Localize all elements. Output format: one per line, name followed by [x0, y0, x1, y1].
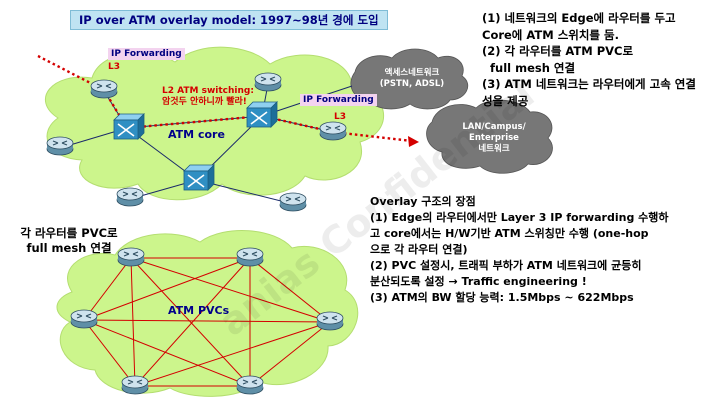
atm-switching-note-line1: L2 ATM switching: — [162, 86, 254, 96]
advantage-line: (3) ATM의 BW 할당 능력: 1.5Mbps ~ 622Mbps — [370, 291, 634, 304]
features-list: (1) 네트워크의 Edge에 라우터를 두고 Core에 ATM 스위치를 둠… — [482, 10, 696, 110]
l3-label-top: L3 — [108, 62, 120, 72]
pvc-caption: 각 라우터를 PVC로 full mesh 연결 — [4, 226, 134, 256]
advantage-line: (2) PVC 설정시, 트래픽 부하가 ATM 네트워크에 균등히 — [370, 259, 642, 272]
advantage-line: (1) Edge의 라우터에서만 Layer 3 IP forwarding 수… — [370, 211, 669, 224]
pvc-caption-line2: full mesh 연결 — [26, 241, 112, 255]
advantage-line: 으로 각 라우터 연결) — [370, 243, 468, 256]
lan-cloud — [426, 99, 553, 174]
lan-line3: 네트워크 — [478, 144, 510, 154]
feature-line: (2) 각 라우터를 ATM PVC로 — [482, 44, 634, 59]
access-network-line1: 액세스네트워크 — [384, 68, 440, 78]
atm-pvc-cloud — [56, 230, 359, 397]
pvc-caption-line1: 각 라우터를 PVC로 — [20, 226, 118, 240]
feature-line: (1) 네트워크의 Edge에 라우터를 두고 — [482, 11, 676, 25]
feature-line: (3) ATM 네트워크는 라우터에게 고속 연결 — [482, 77, 696, 92]
advantages-heading: Overlay 구조의 장점 — [370, 195, 476, 208]
lan-label: LAN/Campus/ Enterprise 네트워크 — [448, 122, 540, 155]
feature-line: Core에 ATM 스위치를 둠. — [482, 27, 619, 42]
slide-title: IP over ATM overlay model: 1997~98년 경에 도… — [70, 10, 388, 30]
atm-switching-note-line2: 암것두 안하니까 빨라! — [162, 97, 247, 107]
l3-label-right: L3 — [334, 112, 346, 122]
lan-line1: LAN/Campus/ — [462, 122, 526, 132]
lan-line2: Enterprise — [469, 133, 519, 143]
ip-forwarding-tag-right: IP Forwarding — [300, 94, 377, 106]
atm-pvcs-label: ATM PVCs — [168, 304, 230, 317]
advantage-line: 고 core에서는 H/W기반 ATM 스위칭만 수행 (one-hop — [370, 227, 649, 240]
ip-forwarding-tag-top: IP Forwarding — [108, 48, 185, 60]
path-arrowhead — [408, 136, 419, 147]
advantages-block: Overlay 구조의 장점 (1) Edge의 라우터에서만 Layer 3 … — [370, 194, 669, 306]
atm-core-label: ATM core — [168, 128, 225, 141]
feature-line: 성을 제공 — [482, 93, 529, 108]
access-network-line2: (PSTN, ADSL) — [379, 79, 445, 89]
access-network-label: 액세스네트워크 (PSTN, ADSL) — [372, 68, 452, 90]
pvc-mesh — [83, 257, 331, 387]
feature-line: full mesh 연결 — [482, 60, 576, 75]
advantage-line: 분산되도록 설정 → Traffic engineering ! — [370, 275, 587, 288]
atm-switching-note: L2 ATM switching: 암것두 안하니까 빨라! — [162, 86, 254, 108]
